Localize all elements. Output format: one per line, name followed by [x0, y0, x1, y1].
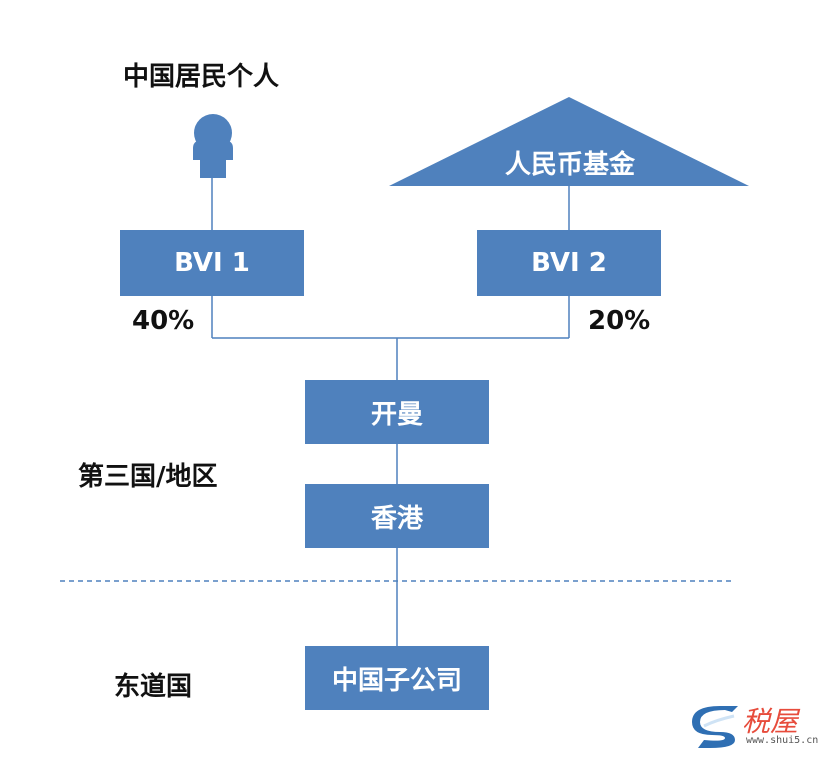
percent-bvi1: 40%	[132, 306, 195, 336]
watermark-text: 税屋	[742, 705, 799, 738]
person-icon	[193, 114, 233, 178]
fund-triangle	[389, 97, 749, 186]
label-third-country: 第三国/地区	[78, 462, 218, 492]
node-fund-label: 人民币基金	[504, 149, 635, 180]
percent-bvi2: 20%	[588, 306, 651, 336]
node-hongkong: 香港	[305, 484, 489, 548]
node-cayman: 开曼	[305, 380, 489, 444]
node-bvi1: BVI 1	[120, 230, 304, 296]
label-host-country: 东道国	[114, 672, 193, 702]
watermark-logo-icon	[692, 706, 738, 748]
node-china-sub: 中国子公司	[305, 646, 489, 710]
label-individual: 中国居民个人	[123, 62, 280, 92]
node-bvi2: BVI 2	[477, 230, 661, 296]
watermark-url: www.shui5.cn	[746, 735, 818, 746]
